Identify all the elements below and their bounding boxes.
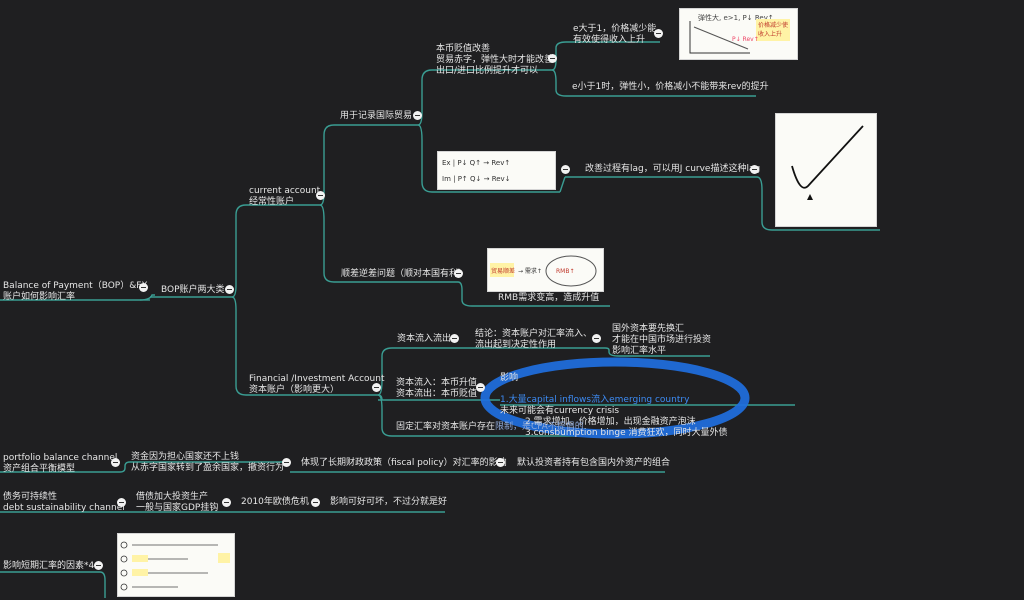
jcurve-sketch <box>775 113 877 227</box>
collapse-toggle[interactable] <box>222 498 231 507</box>
deficit-node[interactable]: 顺差逆差问题（顺对本国有利） <box>341 269 468 279</box>
collapse-toggle[interactable] <box>548 54 557 63</box>
rmb-demand-node[interactable]: RMB需求变高，造成升值 <box>498 293 600 303</box>
portfolio-node[interactable]: portfolio balance channel 资产组合平衡模型 <box>3 453 118 474</box>
collapse-toggle[interactable] <box>94 561 103 570</box>
effect-node[interactable]: 影响可好可坏，不过分就是好 <box>330 497 448 507</box>
devalue-node[interactable]: 本币贬值改善 贸易赤字，弹性大时才能改善 出口/进口比例提升才可以 <box>436 44 554 76</box>
fixed-rate-node[interactable]: 固定汇率对资本账户存在限制，是CFA不提倡的 <box>396 422 584 432</box>
euro-crisis-node[interactable]: 2010年欧债危机 <box>241 497 309 507</box>
svg-text:→ 需求↑: → 需求↑ <box>518 267 542 275</box>
collapse-toggle[interactable] <box>316 191 325 200</box>
collapse-toggle[interactable] <box>592 334 601 343</box>
collapse-toggle[interactable] <box>117 498 126 507</box>
svg-text:Ex | P↓ Q↑ → Rev↑: Ex | P↓ Q↑ → Rev↑ <box>442 159 510 167</box>
svg-text:RMB↑: RMB↑ <box>556 268 575 275</box>
record-trade-node[interactable]: 用于记录国际贸易 <box>340 111 413 121</box>
svg-text:弹性大, e>1, P↓ Rev↑: 弹性大, e>1, P↓ Rev↑ <box>698 13 774 22</box>
collapse-toggle[interactable] <box>750 165 759 174</box>
short-term-factors-sketch <box>117 533 235 597</box>
borrow-node[interactable]: 借债加大投资生产 一般与国家GDP挂钩 <box>136 492 219 513</box>
collapse-toggle[interactable] <box>139 283 148 292</box>
capital-flow-node[interactable]: 资本流入流出 <box>397 334 452 344</box>
collapse-toggle[interactable] <box>450 334 459 343</box>
collapse-toggle[interactable] <box>311 498 320 507</box>
trade-equation-sketch: Ex | P↓ Q↑ → Rev↑ Im | P↑ Q↓ → Rev↓ <box>437 151 556 190</box>
collapse-toggle[interactable] <box>282 458 291 467</box>
collapse-toggle[interactable] <box>111 458 120 467</box>
collapse-toggle[interactable] <box>561 165 570 174</box>
rmb-demand-sketch: 贸易顺差 → 需求↑ RMB↑ <box>487 248 604 292</box>
bop-types-node[interactable]: BOP账户两大类 <box>161 285 225 295</box>
financial-account-node[interactable]: Financial /Investment Account 资本账户（影响更大） <box>249 374 385 395</box>
collapse-toggle[interactable] <box>372 383 381 392</box>
svg-text:P↓ Rev↑: P↓ Rev↑ <box>732 36 759 43</box>
current-account-node[interactable]: current account 经常性账户 <box>249 186 321 207</box>
collapse-toggle[interactable] <box>454 269 463 278</box>
collapse-toggle[interactable] <box>476 383 485 392</box>
foreign-capital-node[interactable]: 国外资本要先换汇 才能在中国市场进行投资 影响汇率水平 <box>612 324 712 356</box>
collapse-toggle[interactable] <box>413 111 422 120</box>
impact-node[interactable]: 影响 1.大量capital inflows流入emerging country… <box>500 373 728 438</box>
conclusion-node[interactable]: 结论：资本账户对汇率流入、 流出起到决定性作用 <box>475 329 593 350</box>
jcurve-node[interactable]: 改善过程有lag，可以用J curve描述这种lag <box>585 164 761 174</box>
fiscal-node[interactable]: 体现了长期财政政策（fiscal policy）对汇率的影响 <box>301 458 507 468</box>
svg-text:贸易顺差: 贸易顺差 <box>491 267 515 275</box>
inflow-outflow-node[interactable]: 资本流入：本币升值 资本流出：本币贬值 <box>396 378 478 399</box>
collapse-toggle[interactable] <box>654 29 663 38</box>
collapse-toggle[interactable] <box>496 458 505 467</box>
e-lt1-node[interactable]: e小于1时，弹性小，价格减小不能带来rev的提升 <box>572 82 769 92</box>
collapse-toggle[interactable] <box>225 285 234 294</box>
svg-text:价格减少使: 价格减少使 <box>758 21 788 29</box>
svg-text:收入上升: 收入上升 <box>758 30 782 38</box>
investor-node[interactable]: 默认投资者持有包含国内外资产的组合 <box>517 458 671 468</box>
demand-curve-sketch: 弹性大, e>1, P↓ Rev↑ 价格减少使 收入上升 P↓ Rev↑ <box>679 8 798 60</box>
funds-node[interactable]: 资金因为担心国家还不上钱 从赤字国家转到了盈余国家，撤资行为 <box>131 452 285 473</box>
short-term-node[interactable]: 影响短期汇率的因素*4 <box>3 561 95 571</box>
svg-text:Im | P↑ Q↓ → Rev↓: Im | P↑ Q↓ → Rev↓ <box>442 175 511 183</box>
root-node[interactable]: Balance of Payment（BOP）&FX 账户如何影响汇率 <box>3 281 148 302</box>
debt-node[interactable]: 债务可持续性 debt sustainability channel <box>3 492 125 513</box>
e-gt1-node[interactable]: e大于1，价格减少能 有效使得收入上升 <box>573 24 657 45</box>
highlight-ellipse <box>480 357 750 439</box>
